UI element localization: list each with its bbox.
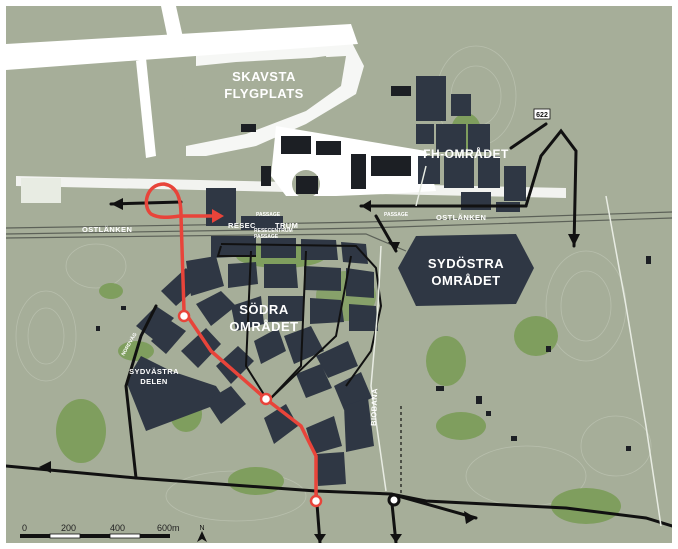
fh-area-label: FH-OMRÅDET bbox=[423, 146, 509, 161]
parking-west bbox=[21, 178, 61, 203]
passage-south-label: PASSAGE bbox=[254, 234, 279, 240]
road-arrows bbox=[39, 198, 580, 543]
southeast-area bbox=[398, 234, 534, 306]
scattered-buildings bbox=[96, 126, 651, 451]
southwest-label-line1: SYDVÄSTRA bbox=[129, 367, 179, 376]
scale-tick-1: 200 bbox=[61, 523, 76, 533]
airport-label-line1: SKAVSTA bbox=[232, 69, 296, 84]
airport-runways bbox=[6, 6, 566, 198]
southeast-area-label-line1: SYDÖSTRA bbox=[428, 256, 504, 271]
road-number-sign: 622 bbox=[533, 108, 551, 120]
scale-bar: 0 200 400 600m bbox=[14, 520, 204, 544]
southeast-area-label-line2: OMRÅDET bbox=[431, 273, 500, 288]
scale-tick-2: 400 bbox=[110, 523, 125, 533]
terrain-contours bbox=[15, 45, 652, 522]
north-arrow-label: N bbox=[199, 525, 204, 532]
new-road-nodes bbox=[177, 309, 323, 508]
road-number-text: 622 bbox=[536, 112, 548, 119]
passage-east-label: PASSAGE bbox=[384, 212, 409, 218]
new-road-arrow bbox=[212, 209, 224, 223]
roundabout bbox=[387, 493, 401, 507]
north-arrow: N bbox=[194, 522, 210, 544]
passage-north-label: PASSAGE bbox=[256, 212, 281, 218]
southwest-label-line2: DELEN bbox=[140, 377, 167, 386]
travel-center-buildings bbox=[206, 188, 283, 230]
local-roads bbox=[370, 165, 662, 527]
scale-tick-0: 0 bbox=[22, 523, 27, 533]
scale-tick-3: 600m bbox=[157, 523, 180, 533]
south-area-buildings bbox=[126, 236, 378, 486]
railway bbox=[6, 211, 672, 252]
map-canvas: SKAVSTA FLYGPLATS FH-OMRÅDET SYDÖSTRA OM… bbox=[6, 6, 672, 543]
south-area-label-line2: OMRÅDET bbox=[229, 319, 298, 334]
ostlanken-west-label: OSTLÄNKEN bbox=[82, 225, 132, 234]
travel-center-left-label: RESEC bbox=[228, 221, 256, 230]
scale-bar-graphic: 0 200 400 600m bbox=[20, 523, 180, 539]
airport-label-line2: FLYGPLATS bbox=[224, 86, 304, 101]
map[interactable]: SKAVSTA FLYGPLATS FH-OMRÅDET SYDÖSTRA OM… bbox=[6, 6, 672, 543]
airport-buildings bbox=[241, 86, 411, 194]
travel-center-right-label: TRUM bbox=[275, 221, 298, 230]
north-arrow-icon: N bbox=[197, 525, 207, 542]
biobana-label: BIOBANA bbox=[369, 388, 379, 426]
south-area-label-line1: SÖDRA bbox=[239, 302, 289, 317]
travel-center-small-label: RESECENTRUM bbox=[254, 228, 293, 234]
ostlanken-east-label: OSTLÄNKEN bbox=[436, 213, 486, 222]
